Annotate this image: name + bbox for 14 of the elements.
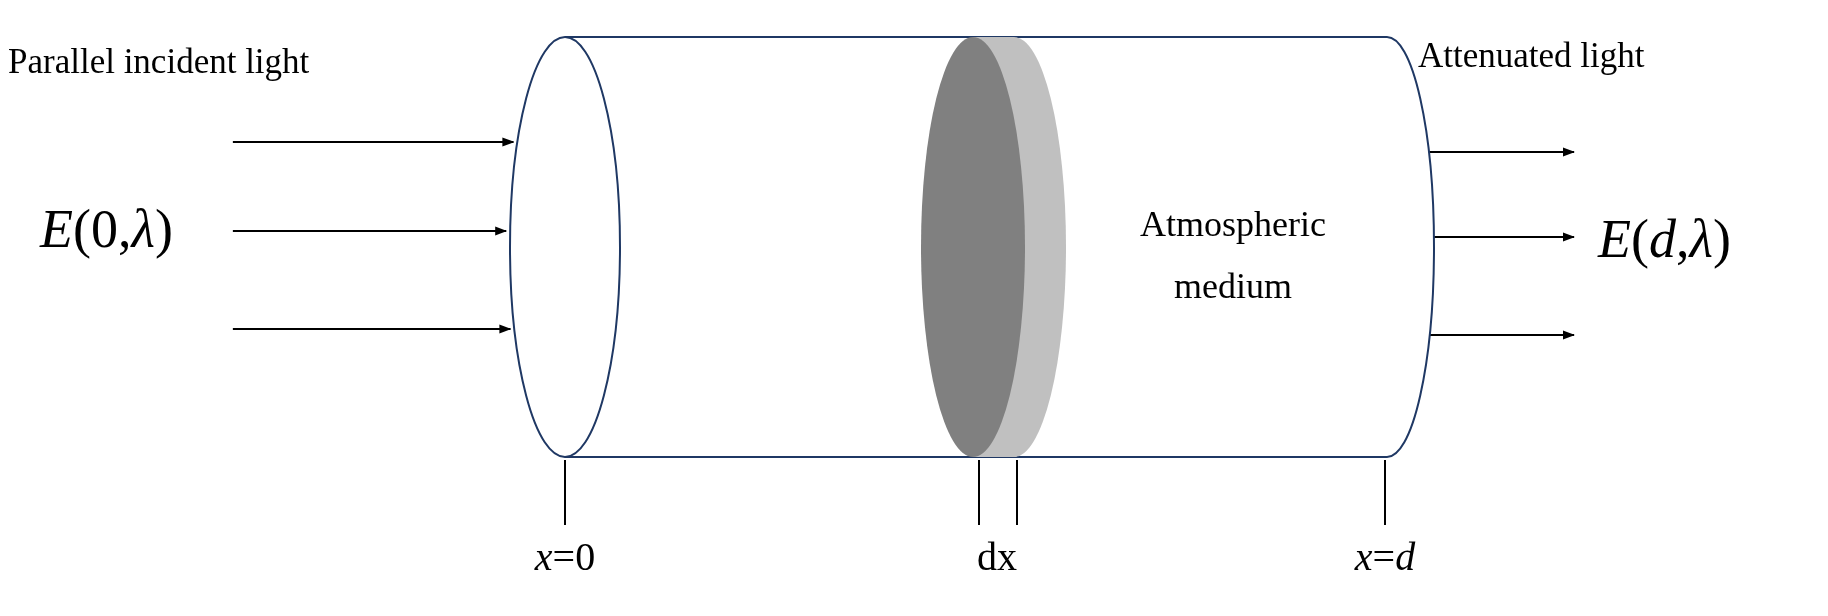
arrow <box>231 137 515 147</box>
caption-text: Attenuated light <box>1418 35 1646 77</box>
position-label: x=0 <box>533 533 597 581</box>
arrow <box>231 324 512 334</box>
formula-label: E(0,λ) <box>40 196 173 264</box>
arrow <box>1427 147 1575 157</box>
arrow <box>1432 232 1575 242</box>
arrow <box>1428 330 1575 340</box>
position-label: dx <box>976 533 1018 581</box>
medium-label: Atmospheric medium <box>1139 203 1327 308</box>
caption-text: Parallel incident light <box>8 41 311 83</box>
position-label: x=d <box>1353 533 1417 581</box>
formula-label: E(d,λ) <box>1598 206 1731 274</box>
arrow <box>231 226 508 236</box>
